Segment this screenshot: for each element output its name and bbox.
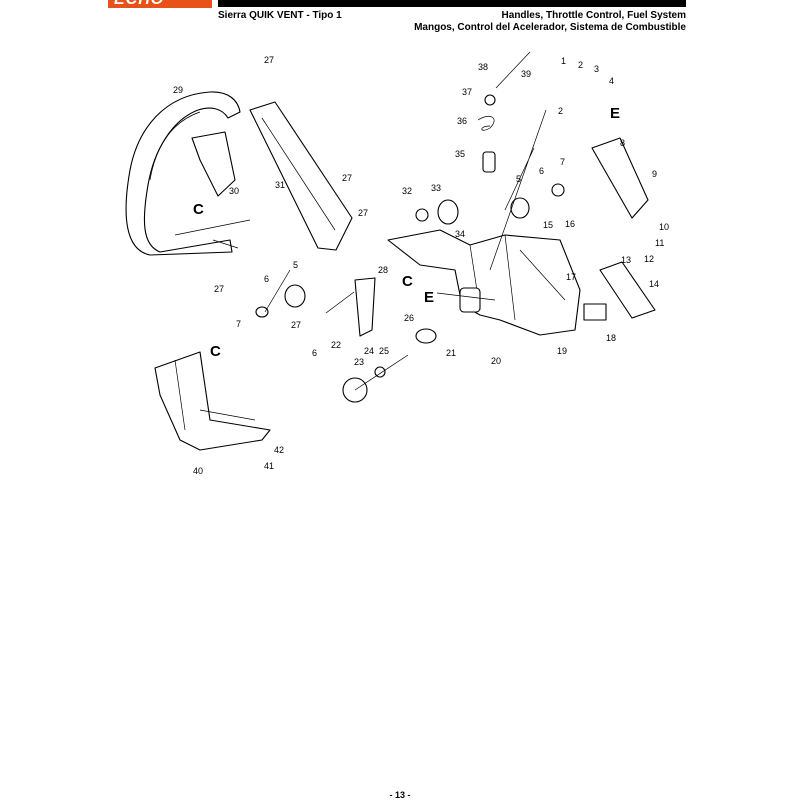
part-label: 14 [649,279,659,289]
handle-bracket [191,131,236,197]
part-label: 10 [659,222,669,232]
part-label: 1 [561,56,566,66]
rear-handle [249,101,353,251]
part-label: 20 [491,356,501,366]
part-label: 18 [606,333,616,343]
part-label: 5 [516,174,521,184]
part-label: 26 [404,313,414,323]
part-label: 24 [364,346,374,356]
part-label: 17 [566,272,576,282]
part-label: 27 [214,284,224,294]
part-label: 42 [274,445,284,455]
page-number: - 13 - [389,790,411,800]
part-label: 11 [655,238,664,248]
part-label: 22 [331,340,341,350]
ref-letter: C [193,201,204,218]
part-label: 15 [543,220,553,230]
label-plate [583,303,607,321]
header-black-bar [218,0,686,7]
ref-letter: C [402,273,413,290]
part-label: 6 [264,274,269,284]
part-label: 27 [264,55,274,65]
part-label: 5 [293,260,298,270]
part-label: 9 [652,169,657,179]
part-label: 34 [455,229,465,239]
bottom-bracket [154,351,271,451]
part-label: 39 [521,69,531,79]
part-label: 3 [594,64,599,74]
part-label: 6 [312,348,317,358]
part-label: 29 [173,85,183,95]
part-label: 12 [644,254,654,264]
part-label: 37 [462,87,472,97]
part-label: 31 [275,180,285,190]
part-label: 7 [236,319,241,329]
page-title-english: Handles, Throttle Control, Fuel System [501,10,686,21]
part-label: 28 [378,265,388,275]
part-label: 23 [354,357,364,367]
part-label: 4 [609,76,614,86]
part-label: 27 [342,173,352,183]
part-label: 25 [379,346,389,356]
part-label: 19 [557,346,567,356]
front-handle [125,91,241,256]
part-label: 2 [558,106,563,116]
header-bar: ECHO [0,0,800,8]
ref-letter: C [210,343,221,360]
part-label: 13 [621,255,631,265]
part-label: 41 [264,461,274,471]
ref-letter: E [610,105,620,122]
part-label: 40 [193,466,203,476]
part-label: 38 [478,62,488,72]
part-label: 36 [457,116,467,126]
mount-32 [415,208,429,222]
main-housing [387,229,581,336]
hand-guard [591,137,649,219]
page-title-spanish: Mangos, Control del Acelerador, Sistema … [414,22,686,33]
part-label: 35 [455,149,465,159]
part-label: 2 [578,60,583,70]
part-label: 33 [431,183,441,193]
page-title-model: Sierra QUIK VENT - Tipo 1 [218,10,342,21]
part-label: 32 [402,186,412,196]
brand-logo-text: ECHO [114,0,164,8]
part-label: 8 [620,138,625,148]
part-label: 21 [446,348,456,358]
part-label: 16 [565,219,575,229]
ref-letter: E [424,289,434,306]
mount-33 [437,199,459,225]
fuel-cap-opening [459,287,481,313]
part-label: 6 [539,166,544,176]
rear-plate [599,261,656,319]
part-label: 27 [358,208,368,218]
part-label: 7 [560,157,565,167]
part-label: 27 [291,320,301,330]
brand-logo: ECHO [108,0,212,8]
part-label: 30 [229,186,239,196]
